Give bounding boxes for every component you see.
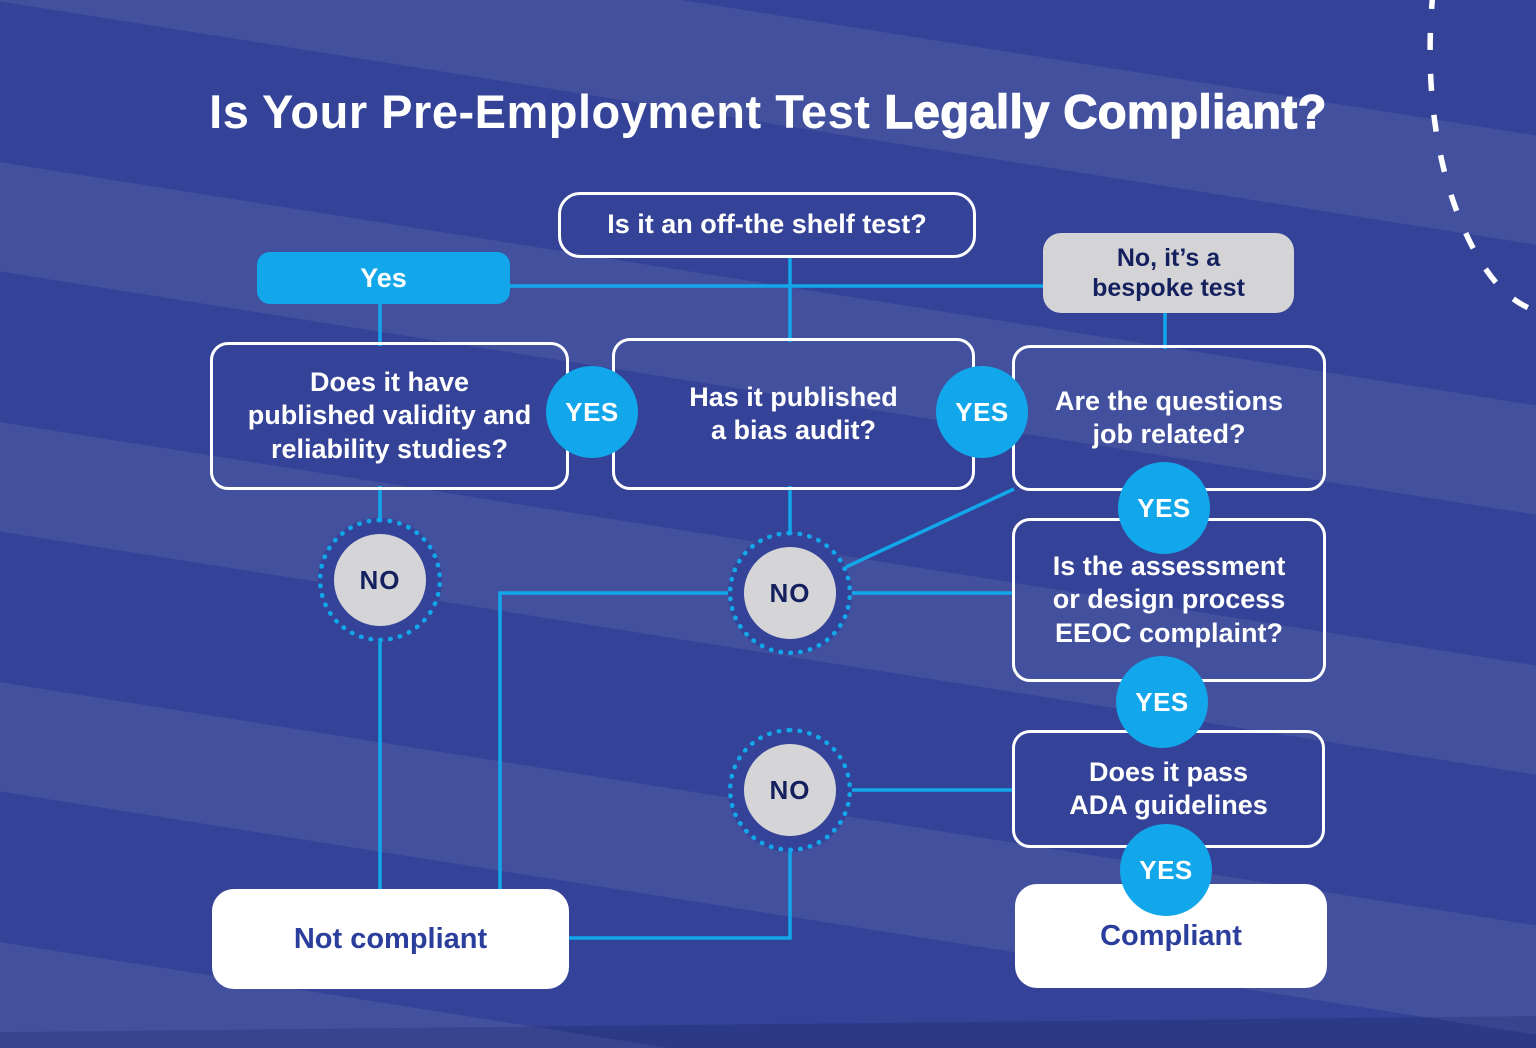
page-title-emphasis: Legally Compliant? bbox=[884, 84, 1327, 138]
no-connector-label: NO bbox=[744, 744, 836, 836]
connector-line bbox=[498, 591, 790, 893]
no-connector-ada: NO bbox=[728, 728, 852, 852]
yes-connector-ada-to-compliant: YES bbox=[1120, 824, 1212, 916]
yes-connector-bias-to-job-related: YES bbox=[936, 366, 1028, 458]
yes-connector-eeoc-to-ada: YES bbox=[1116, 656, 1208, 748]
page-title-regular: Is Your Pre-Employment Test bbox=[209, 85, 871, 138]
node-question-bias-audit: Has it published a bias audit? bbox=[612, 338, 975, 490]
node-outcome-not-compliant: Not compliant bbox=[212, 889, 569, 989]
no-connector-validity: NO bbox=[318, 518, 442, 642]
dashed-curve-decoration bbox=[1427, 0, 1536, 314]
node-branch-yes: Yes bbox=[257, 252, 510, 304]
node-question-eeoc: Is the assessment or design process EEOC… bbox=[1012, 518, 1326, 682]
no-connector-label: NO bbox=[744, 547, 836, 639]
yes-connector-job-related-to-eeoc: YES bbox=[1118, 462, 1210, 554]
node-outcome-compliant: Compliant bbox=[1015, 884, 1327, 988]
no-connector-middle: NO bbox=[728, 531, 852, 655]
yes-connector-validity-to-bias: YES bbox=[546, 366, 638, 458]
no-connector-label: NO bbox=[334, 534, 426, 626]
node-question-validity: Does it have published validity and reli… bbox=[210, 342, 569, 490]
node-start-question: Is it an off-the shelf test? bbox=[558, 192, 976, 258]
node-branch-no-bespoke: No, it’s a bespoke test bbox=[1043, 233, 1294, 313]
